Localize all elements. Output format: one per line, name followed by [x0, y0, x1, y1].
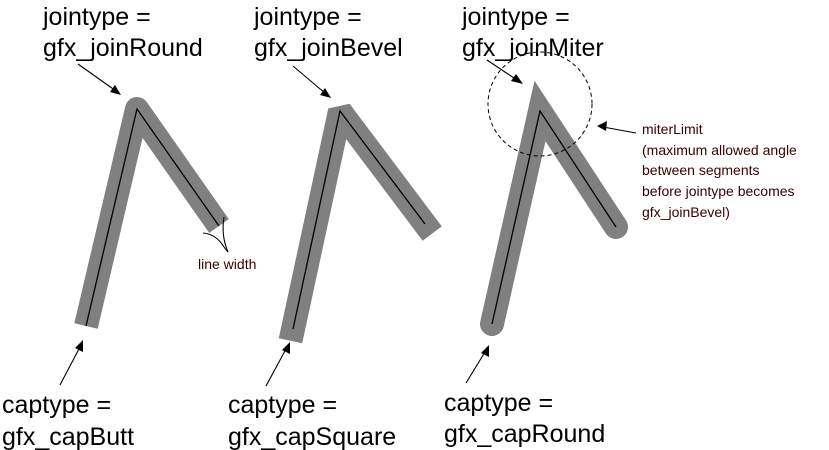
- round-join-label-line1: jointype =: [42, 3, 151, 31]
- miter-join-label-line2: gfx_joinMiter: [462, 34, 604, 62]
- centerline-miter-round: [491, 109, 617, 325]
- bevel-join-label-line1: jointype =: [253, 3, 362, 31]
- arrow-butt-cap: [59, 340, 83, 386]
- stroke-round-join-butt-cap: [74, 97, 229, 329]
- centerline-round-butt: [85, 107, 220, 327]
- arrow-miter-join: [486, 59, 523, 84]
- centerline-bevel-square: [292, 109, 426, 330]
- thick-stroke-miter-round: [480, 80, 628, 336]
- round-cap-label-line2: gfx_capRound: [444, 420, 605, 448]
- thick-stroke-bevel-square: [278, 103, 442, 344]
- miter-join-label-line1: jointype =: [461, 3, 570, 31]
- arrow-bevel-join: [292, 65, 331, 98]
- line-width-label: line width: [198, 256, 256, 272]
- arrow-miter-limit: [597, 121, 637, 134]
- butt-cap-label-line1: captype =: [2, 391, 111, 419]
- round-cap-label-line1: captype =: [444, 389, 553, 417]
- miter-limit-label-line1: miterLimit: [642, 121, 703, 137]
- arrow-square-cap: [265, 342, 290, 387]
- miter-limit-circle: [487, 51, 593, 157]
- thick-stroke-round-butt: [74, 97, 229, 329]
- arrow-round-cap: [465, 345, 489, 384]
- line-width-bracket: [202, 216, 229, 253]
- round-join-label-line2: gfx_joinRound: [43, 34, 203, 62]
- butt-cap-label-line2: gfx_capButt: [2, 423, 134, 450]
- miter-limit-label-line3: between segments: [642, 162, 760, 178]
- stroke-bevel-join-square-cap: [278, 103, 442, 344]
- bevel-join-label-line2: gfx_joinBevel: [254, 34, 403, 62]
- miter-limit-label-line4: before jointype becomes: [642, 183, 795, 199]
- miter-limit-label-line5: gfx_joinBevel): [642, 204, 730, 220]
- square-cap-label-line2: gfx_capSquare: [228, 423, 396, 450]
- miter-limit-label-line2: (maximum allowed angle: [642, 142, 797, 158]
- stroke-miter-join-round-cap: [480, 80, 628, 336]
- square-cap-label-line1: captype =: [228, 391, 337, 419]
- arrow-round-join: [77, 63, 121, 95]
